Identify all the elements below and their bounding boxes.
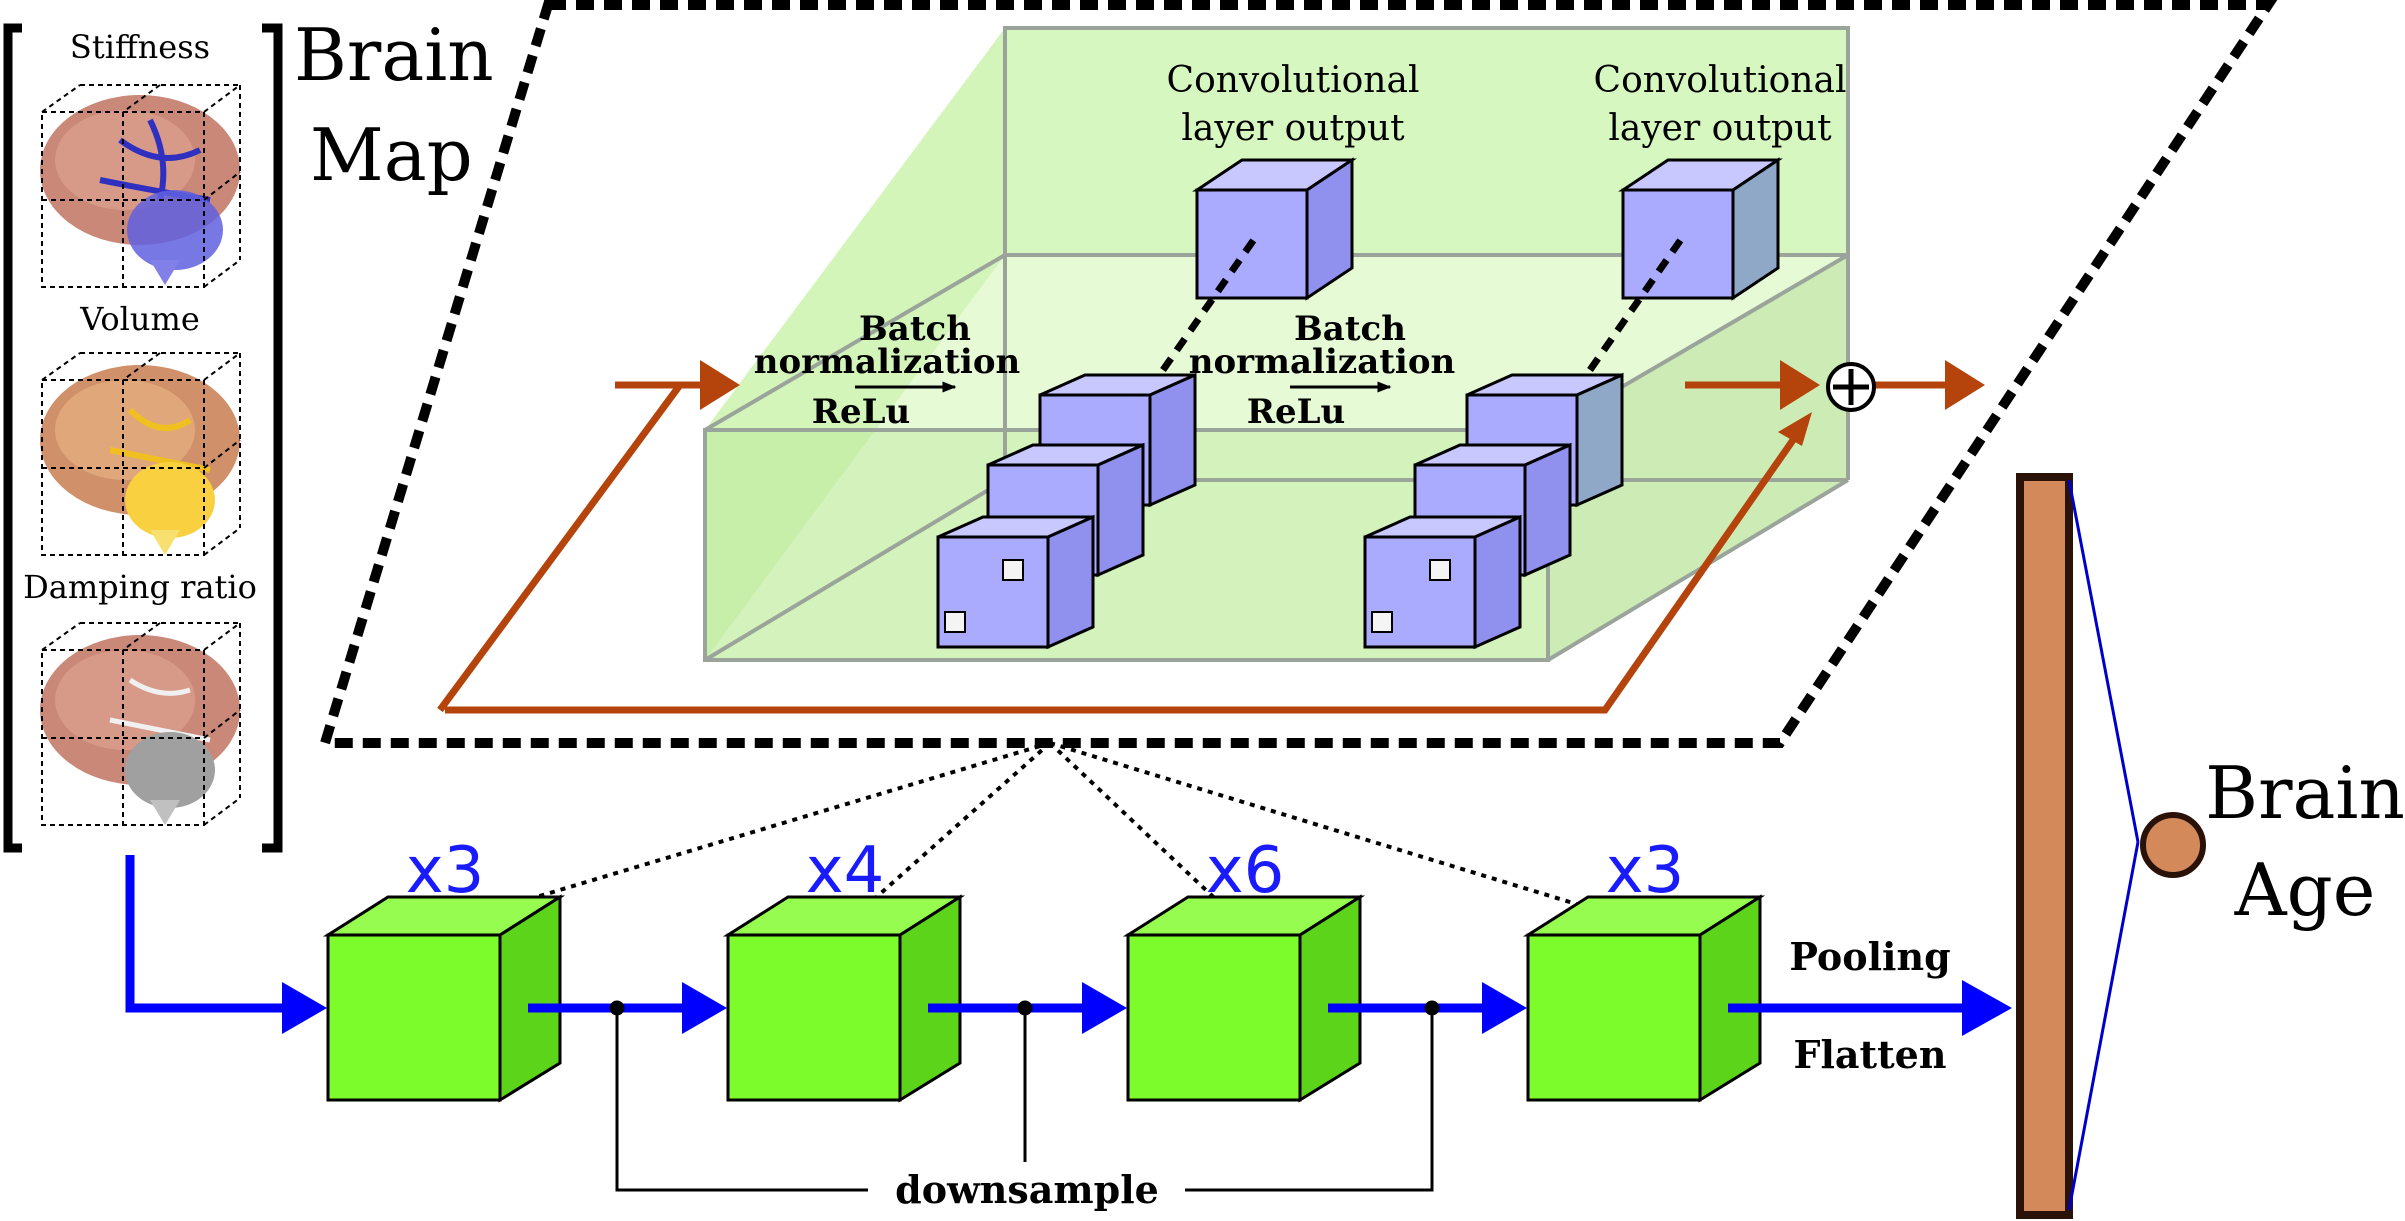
conv-output-cube-1 [1192, 157, 1357, 301]
pooling-label: Pooling [1789, 934, 1950, 979]
op2-relu: ReLu [1247, 392, 1346, 432]
left-bracket [3, 23, 22, 853]
block-output-arrowhead-1 [1780, 360, 1820, 410]
panel-label-volume: Volume [79, 300, 200, 338]
input-arrow [125, 855, 285, 1013]
block-output-arrowhead-2 [1945, 360, 1985, 410]
stage-repeat-4: x3 [1606, 834, 1685, 908]
brain-map-title-line1: Brain [294, 13, 494, 97]
block-input-arrowhead [700, 360, 740, 410]
brain-image-volume [40, 365, 240, 555]
panel-label-damping: Damping ratio [23, 568, 257, 606]
output-label-line1: Brain [2205, 751, 2405, 835]
conv-stack-2 [1363, 372, 1624, 650]
stage-cube-4 [1522, 894, 1766, 1103]
detail-dashed-frame [318, 0, 2278, 748]
stage-pipeline: x3 x4 x6 x3 downsample Pooling Flat [125, 834, 2012, 1212]
conv-link-2 [1587, 235, 1685, 373]
grid-cube-volume [41, 352, 241, 556]
op1-normalization: normalization [754, 342, 1021, 382]
output-node [2140, 812, 2206, 878]
conv-link-1 [1160, 235, 1258, 373]
stage-arrowhead-3 [1482, 982, 1527, 1034]
stage-repeat-3: x6 [1206, 834, 1285, 908]
dense-layer [2016, 473, 2073, 1219]
residual-block-detail: Convolutional layer output Convolutional… [318, 0, 2278, 748]
conv-output-label-2-line2: layer output [1608, 108, 1832, 149]
input-arrowhead [282, 982, 327, 1034]
brain-map: Brain Map Stiffness Volume [3, 13, 494, 853]
stage-arrowhead-2 [1082, 982, 1127, 1034]
conv-output-label-1-line1: Convolutional [1167, 60, 1420, 101]
brain-map-title-line2: Map [310, 113, 473, 197]
stage-cube-1 [322, 894, 566, 1103]
op1-relu: ReLu [812, 392, 911, 432]
op1-batch: Batch [859, 309, 971, 349]
residual-skip-arrowhead [1778, 412, 1812, 446]
grid-cube-stiffness [41, 84, 241, 288]
flatten-label: Flatten [1794, 1032, 1947, 1077]
grid-cube-damping [41, 622, 241, 826]
expansion-lines [442, 741, 1646, 927]
brain-image-damping [40, 635, 240, 825]
stage-arrowhead-4 [1962, 980, 2012, 1036]
stage-repeat-1: x3 [406, 834, 485, 908]
stage-cube-2 [722, 894, 966, 1103]
stage-repeat-2: x4 [806, 834, 885, 908]
op2-batch: Batch [1294, 309, 1406, 349]
stage-arrowhead-1 [682, 982, 727, 1034]
downsample-bracket [609, 1000, 1440, 1192]
residual-skip-path [437, 382, 1803, 714]
right-bracket [262, 23, 283, 853]
brain-image-stiffness [40, 95, 240, 285]
conv-output-cube-2 [1618, 157, 1783, 301]
stage-cube-3 [1122, 894, 1366, 1103]
conv-output-label-1-line2: layer output [1181, 108, 1405, 149]
output-head: Brain Age [2016, 473, 2405, 1219]
op2-normalization: normalization [1189, 342, 1456, 382]
conv-output-label-2-line1: Convolutional [1594, 60, 1847, 101]
downsample-label: downsample [895, 1167, 1159, 1212]
output-label-line2: Age [2234, 848, 2376, 932]
panel-label-stiffness: Stiffness [70, 28, 210, 66]
conv-stack-1 [936, 372, 1197, 650]
